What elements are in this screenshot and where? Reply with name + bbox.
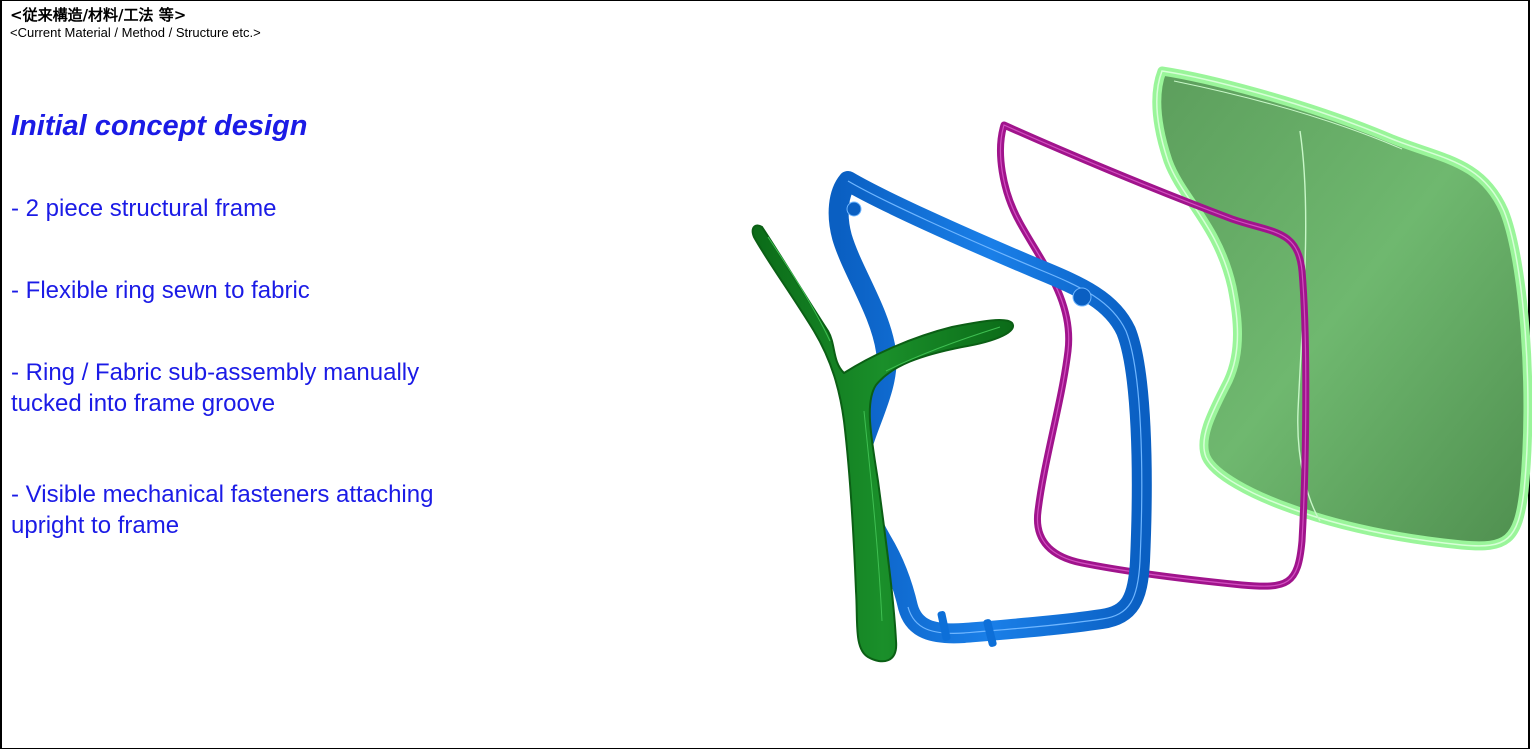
bullet-visible-fasteners: - Visible mechanical fasteners attaching… bbox=[11, 479, 433, 541]
bullet-line: upright to frame bbox=[11, 512, 180, 539]
exploded-chair-back-figure bbox=[751, 66, 1532, 663]
bullet-line: - Ring / Fabric sub-assembly manually bbox=[11, 359, 420, 386]
concept-title: Initial concept design bbox=[11, 110, 308, 142]
bullet-line: - Flexible ring sewn to fabric bbox=[11, 277, 310, 304]
bullet-flexible-ring: - Flexible ring sewn to fabric bbox=[11, 275, 310, 306]
flexible-ring-part bbox=[997, 121, 1310, 590]
bullet-line: - 2 piece structural frame bbox=[11, 195, 277, 222]
section-heading-japanese: <従来構造/材料/工法 等> bbox=[10, 6, 187, 24]
fabric-panel-part bbox=[1152, 66, 1532, 551]
bullet-line: - Visible mechanical fasteners attaching bbox=[11, 481, 434, 508]
upright-part bbox=[751, 224, 1015, 663]
bullet-ring-fabric-subassembly: - Ring / Fabric sub-assembly manually tuc… bbox=[11, 357, 419, 419]
bullet-line: tucked into frame groove bbox=[11, 390, 276, 417]
section-heading-english: <Current Material / Method / Structure e… bbox=[10, 25, 261, 40]
bullet-structural-frame: - 2 piece structural frame bbox=[11, 193, 276, 224]
